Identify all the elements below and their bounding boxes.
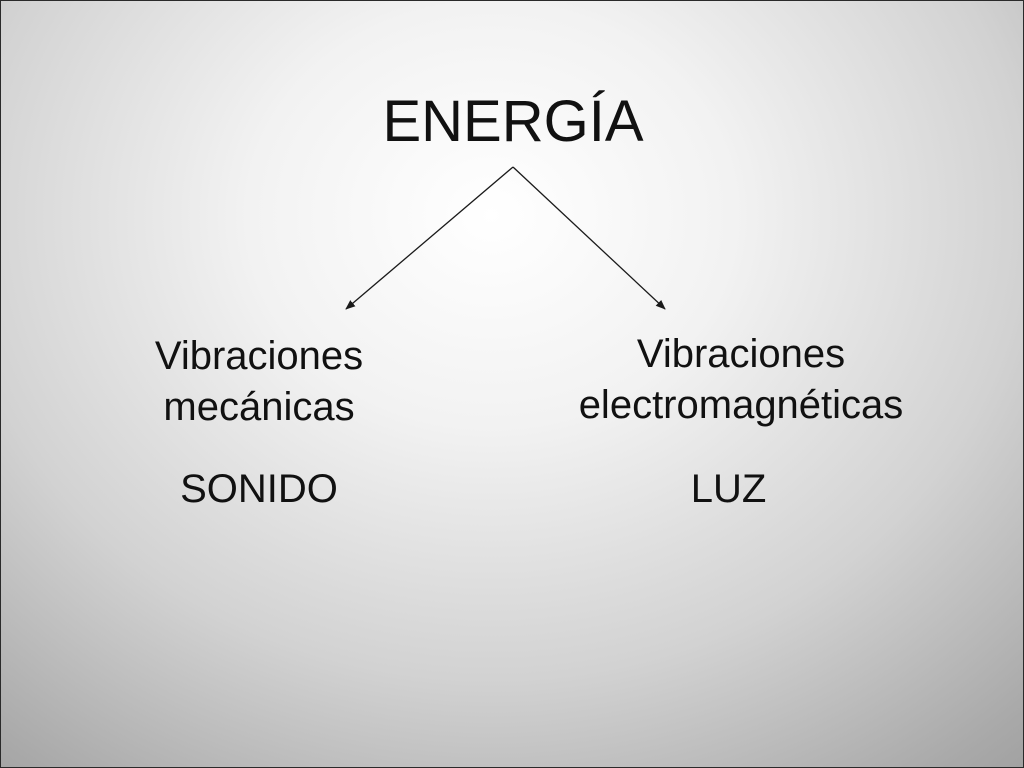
arrow-to-electromagnetic — [512, 166, 666, 310]
diagram-title: ENERGÍA — [382, 89, 644, 154]
mechanical-heading-line2: mecánicas — [163, 385, 355, 429]
arrow-to-mechanical — [345, 166, 514, 310]
electromagnetic-heading-line2: electromagnéticas — [578, 383, 904, 427]
light-label: LUZ — [690, 467, 767, 511]
mechanical-heading-line1: Vibraciones — [154, 334, 364, 378]
sound-label: SONIDO — [180, 467, 338, 511]
mechanical-vibrations-heading: Vibraciones mecánicas — [101, 331, 417, 433]
electromagnetic-vibrations-heading: Vibraciones electromagnéticas — [531, 329, 951, 431]
electromagnetic-heading-line1: Vibraciones — [636, 332, 846, 376]
